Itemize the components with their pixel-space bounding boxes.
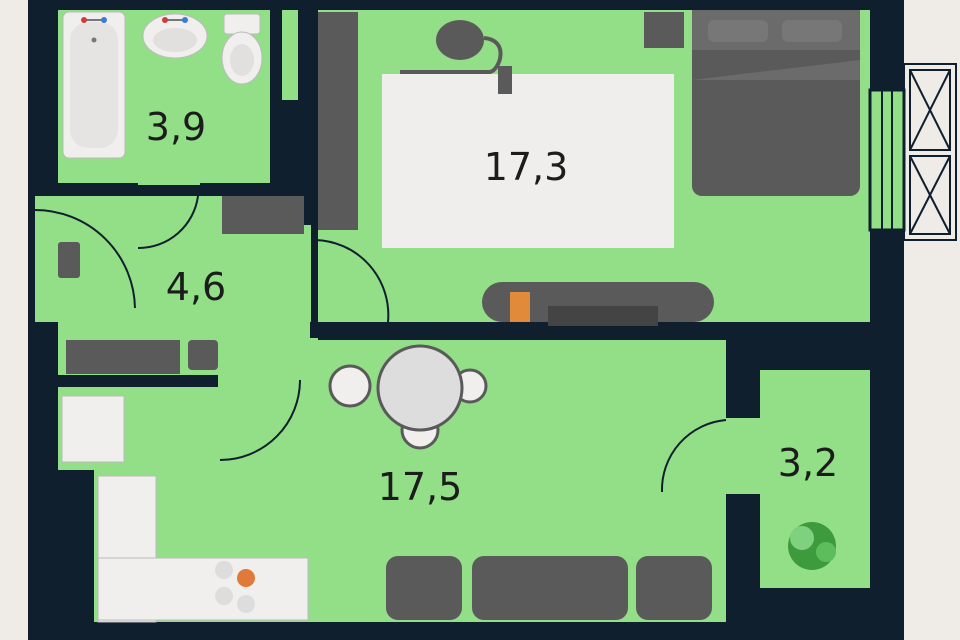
nightstand [644,12,684,48]
stove-icon [215,561,255,613]
interior-walls [58,10,870,624]
toilet-icon [221,13,263,85]
area-labels: 3,9 4,6 17,3 17,5 3,2 [146,105,838,509]
tv-stand-icon [482,282,714,326]
bedroom-nook-floor [282,10,298,100]
vacuum-icon [400,20,512,94]
bed-icon [692,10,860,196]
washing-machine-icon [61,395,125,463]
bedroom-rug [382,74,674,248]
kitchen-loggia-link-floor [726,418,766,494]
hallway-area: 4,6 [166,265,226,309]
plant-icon [788,522,836,570]
bathroom-area: 3,9 [146,105,206,149]
kitchen-counter [97,475,309,623]
door-swings [34,195,727,493]
loggia-area: 3,2 [778,441,838,485]
bedroom-window [868,88,906,232]
balcony-frame [903,63,957,241]
kitchen-living-area: 17,5 [378,465,463,509]
dining-table-icon [328,344,488,450]
sink-icon [142,13,208,59]
bathtub-icon [62,11,126,159]
bedroom-area: 17,3 [484,145,569,189]
hallway-furniture [58,12,358,374]
loggia-window [870,370,893,585]
sofa-icon [386,556,712,620]
